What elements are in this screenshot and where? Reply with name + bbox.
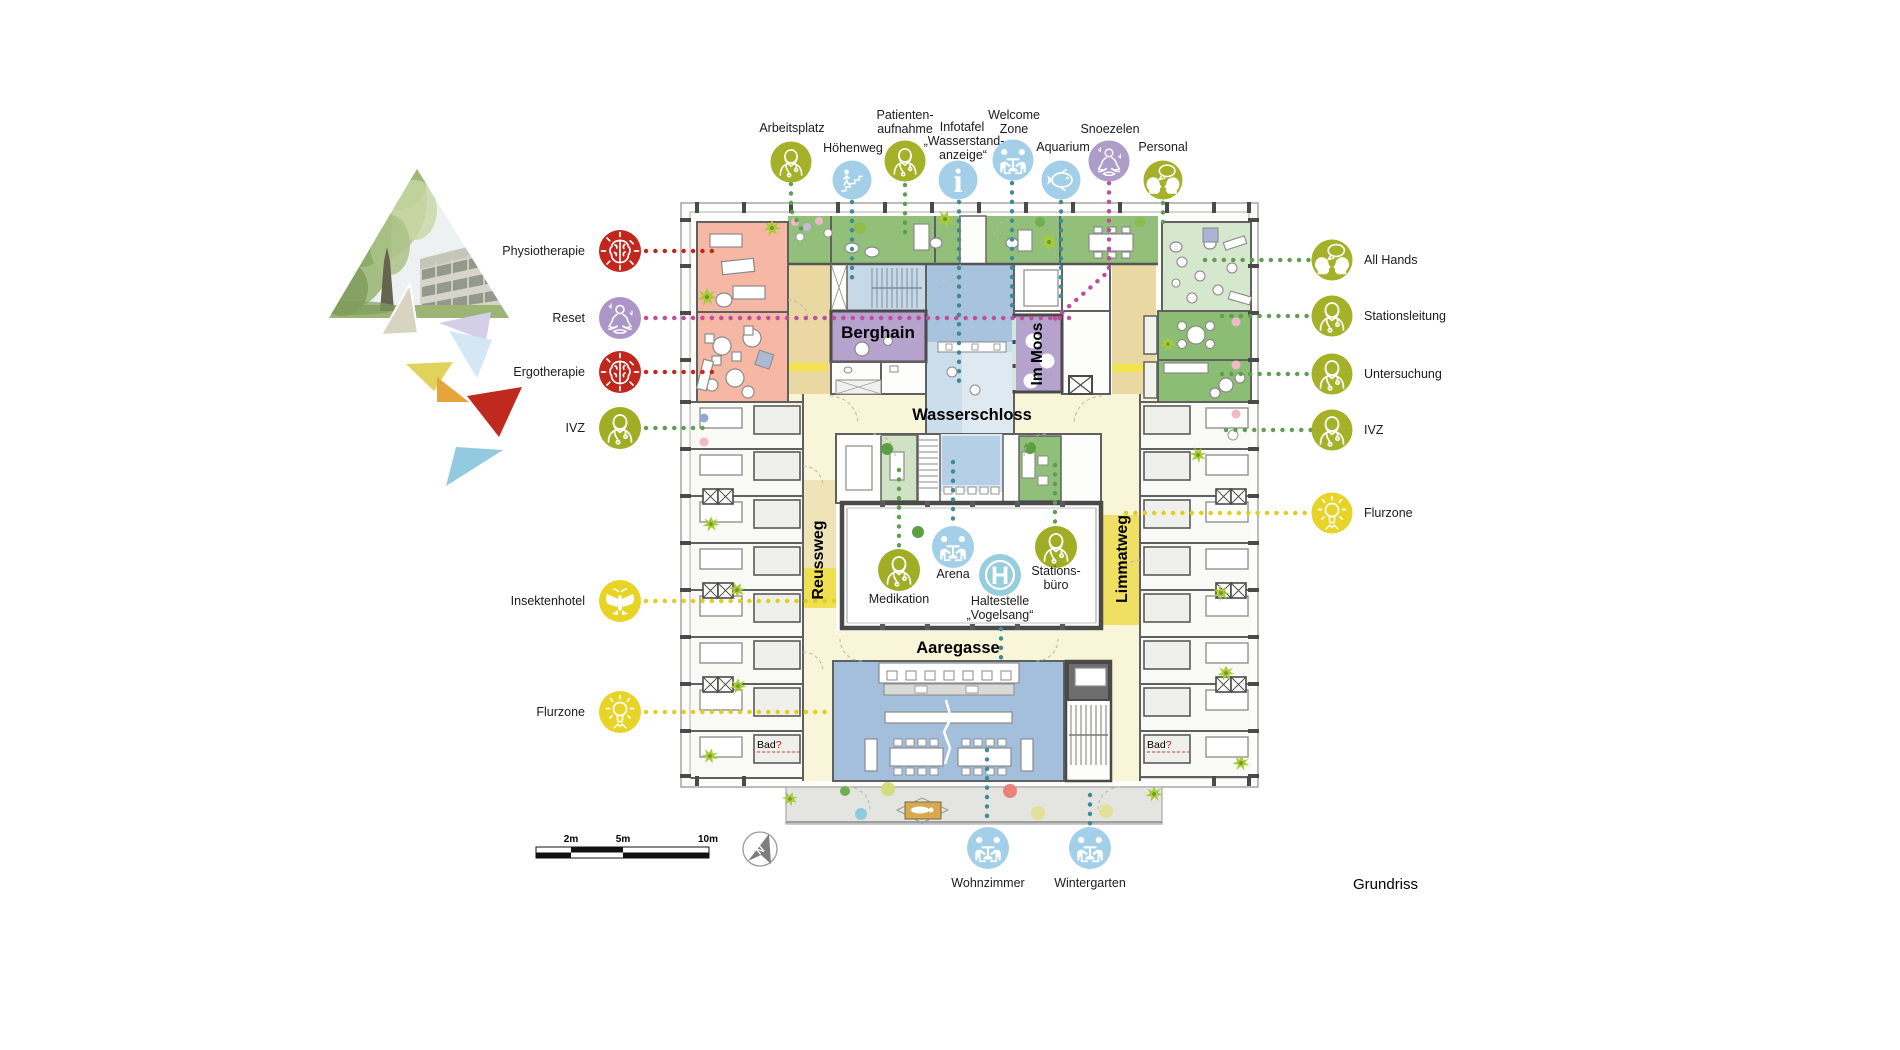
svg-text:Stations-: Stations- (1031, 564, 1080, 578)
svg-text:Bad?: Bad? (757, 739, 782, 751)
svg-text:Haltestelle: Haltestelle (971, 594, 1029, 608)
svg-text:„Vogelsang“: „Vogelsang“ (967, 608, 1034, 622)
svg-text:Arbeitsplatz: Arbeitsplatz (759, 121, 824, 135)
svg-text:aufnahme: aufnahme (877, 122, 933, 136)
svg-text:Arena: Arena (936, 567, 969, 581)
svg-text:„Wasserstand-: „Wasserstand- (924, 134, 1005, 148)
svg-text:IVZ: IVZ (566, 421, 586, 435)
svg-text:Infotafel: Infotafel (940, 120, 984, 134)
svg-text:Reset: Reset (552, 311, 585, 325)
svg-text:Bad?: Bad? (1147, 739, 1172, 751)
svg-text:2m: 2m (564, 834, 579, 845)
svg-text:Medikation: Medikation (869, 592, 929, 606)
svg-text:H: H (991, 562, 1009, 590)
svg-text:Stationsleitung: Stationsleitung (1364, 309, 1446, 323)
svg-text:Ergotherapie: Ergotherapie (513, 365, 585, 379)
svg-text:Welcome: Welcome (988, 108, 1040, 122)
svg-text:5m: 5m (616, 834, 631, 845)
svg-text:Aaregasse: Aaregasse (916, 639, 999, 657)
svg-text:Grundriss: Grundriss (1353, 876, 1418, 893)
svg-text:Snoezelen: Snoezelen (1080, 122, 1139, 136)
svg-text:Wohnzimmer: Wohnzimmer (951, 876, 1024, 890)
svg-text:Physiotherapie: Physiotherapie (502, 244, 585, 258)
svg-text:Flurzone: Flurzone (536, 705, 585, 719)
svg-text:Wintergarten: Wintergarten (1054, 876, 1126, 890)
svg-text:Untersuchung: Untersuchung (1364, 367, 1442, 381)
svg-text:Aquarium: Aquarium (1036, 140, 1090, 154)
svg-text:Wasserschloss: Wasserschloss (912, 406, 1032, 424)
svg-text:Zone: Zone (1000, 122, 1029, 136)
svg-text:Flurzone: Flurzone (1364, 506, 1413, 520)
svg-text:Höhenweg: Höhenweg (823, 141, 883, 155)
svg-text:büro: büro (1043, 578, 1068, 592)
svg-text:Reussweg: Reussweg (810, 520, 827, 599)
svg-text:Personal: Personal (1138, 140, 1187, 154)
svg-text:anzeige“: anzeige“ (939, 148, 987, 162)
svg-text:Patienten-: Patienten- (877, 108, 934, 122)
svg-text:10m: 10m (698, 834, 718, 845)
svg-text:All Hands: All Hands (1364, 253, 1418, 267)
svg-text:i: i (953, 163, 962, 200)
svg-text:IVZ: IVZ (1364, 423, 1384, 437)
svg-text:Im Moos: Im Moos (1029, 323, 1046, 386)
svg-text:Berghain: Berghain (841, 323, 915, 342)
svg-text:Limmatweg: Limmatweg (1114, 515, 1131, 603)
svg-text:Insektenhotel: Insektenhotel (511, 594, 585, 608)
